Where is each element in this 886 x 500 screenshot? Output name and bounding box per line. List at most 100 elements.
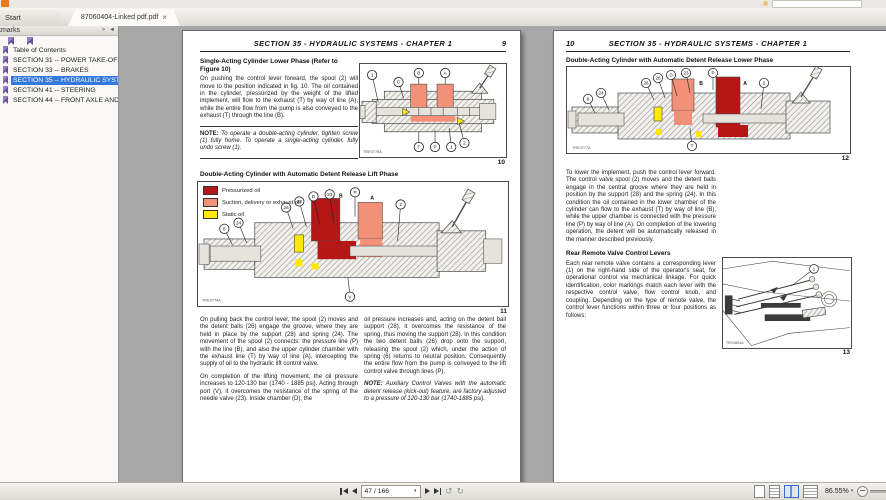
bookmark-item-section-41[interactable]: SECTION 41 -- STEERING [0,85,118,95]
continuous-view-button[interactable] [769,484,780,498]
legend-label: Static oil [222,211,244,218]
bookmark-icon [3,96,8,104]
tab-label: Start [5,13,21,22]
document-area[interactable]: SECTION 35 - HYDRAULIC SYSTEMS - CHAPTER… [119,26,886,483]
svg-text:B: B [699,81,703,87]
pdf-page-10: 10 SECTION 35 - HYDRAULIC SYSTEMS - CHAP… [553,30,886,483]
chevron-down-icon[interactable]: ▾ [413,488,417,494]
next-view-icon[interactable]: ↻ [456,486,465,496]
statusbar: 47 / 166 ▾ ↺ ↻ 86.55% ▾ [0,482,886,500]
titlebar [0,0,886,8]
svg-text:1: 1 [450,145,453,150]
svg-text:C: C [397,80,401,85]
figure-code: TRC0804A [726,341,744,345]
chevron-down-icon[interactable]: ▾ [850,488,854,494]
first-page-button[interactable] [340,487,348,495]
bookmarks-list: Table of Contents SECTION 31 -- POWER TA… [0,45,118,105]
bookmark-icon [3,86,8,94]
paragraph: Each rear remote valve contains a corres… [566,260,716,319]
svg-text:23: 23 [683,71,689,76]
bookmark-label: SECTION 33 -- BRAKES [13,66,89,74]
figure-code: TRE0777A [572,146,591,150]
quick-search-box[interactable] [772,0,862,8]
valve-cross-section [198,188,503,278]
bookmark-item-section-44[interactable]: SECTION 44 -- FRONT AXLE AND WH [0,95,118,105]
bookmark-icon [3,76,8,84]
page-number-input[interactable]: 47 / 166 ▾ [360,484,421,498]
legend-item: Suction, delivery or exhaust oil [203,198,301,207]
figure-caption: 10 [497,159,505,166]
svg-text:23: 23 [327,192,333,197]
tab-start[interactable]: Start [0,10,66,26]
figure-caption: 11 [500,308,507,315]
bookmark-icon [3,56,8,64]
divider [200,125,358,127]
svg-text:P: P [433,145,436,150]
close-icon[interactable]: × [162,12,168,22]
tab-document[interactable]: 87060404-Linked pdf.pdf × [68,9,180,26]
svg-text:1: 1 [371,73,374,78]
svg-text:2: 2 [763,81,766,86]
zoom-out-button[interactable] [857,485,869,497]
svg-text:A: A [743,81,747,87]
next-page-button[interactable] [424,488,430,494]
previous-view-icon[interactable]: ↺ [445,486,453,496]
paragraph: On pulling back the control lever, the s… [200,317,358,368]
bookmarks-panel-header: Bookmarks » ◄ [0,26,118,36]
bookmark-item-section-33[interactable]: SECTION 33 -- BRAKES [0,65,118,75]
figure-code: TRE0778A [363,150,382,154]
svg-text:24: 24 [236,220,242,225]
zoom-level[interactable]: 86.55% [825,487,849,495]
bookmark-item-section-31[interactable]: SECTION 31 -- POWER TAKE-OFF [0,55,118,65]
figure-caption: 13 [842,349,850,356]
bookmark-label: SECTION 41 -- STEERING [13,86,96,94]
bookmarks-panel: Bookmarks » ◄ Table of Contents SECTION … [0,26,119,483]
expand-bookmarks-icon[interactable] [8,37,14,45]
bookmark-item-toc[interactable]: Table of Contents [0,45,118,55]
facing-continuous-view-button[interactable] [803,484,818,498]
figure-code: TRE0774A [202,299,221,303]
callouts-layer: 1 [791,264,819,287]
bookmark-label: Table of Contents [13,46,66,54]
bookmark-label: SECTION 35 -- HYDRAULIC SYSTEMS [11,75,118,85]
legend-item: Pressurized oil [203,186,301,195]
bookmark-label: SECTION 31 -- POWER TAKE-OFF [13,56,118,64]
bookmark-item-section-35[interactable]: SECTION 35 -- HYDRAULIC SYSTEMS [0,75,118,85]
bookmarks-toolbar [0,36,118,46]
svg-text:T: T [417,145,420,150]
svg-text:P: P [353,190,356,195]
svg-text:6: 6 [223,226,226,231]
last-page-button[interactable] [433,487,441,495]
svg-text:A: A [444,71,448,76]
page-number: 9 [501,39,506,48]
panel-menu-icon[interactable]: » [101,27,106,33]
previous-page-button[interactable] [351,488,357,494]
section-heading: Double-Acting Cylinder with Automatic De… [566,57,774,64]
bookmark-label: SECTION 44 -- FRONT AXLE AND WH [13,96,118,104]
app-logo-icon [1,0,9,7]
zoom-controls: 86.55% ▾ [753,483,886,499]
legend-item: Static oil [203,210,301,219]
section-heading: Double-Acting Cylinder with Automatic De… [200,171,399,178]
page-number: 10 [566,39,575,48]
paragraph: On completion of the lifting movement, t… [200,373,358,403]
facing-view-button[interactable] [784,484,799,498]
collapse-bookmarks-icon[interactable] [27,37,33,45]
paragraph: To lower the implement, push the control… [566,170,716,243]
svg-text:V: V [348,294,352,299]
svg-text:6: 6 [587,97,590,102]
svg-text:D: D [669,73,673,78]
divider [200,51,506,52]
svg-text:B: B [339,193,343,199]
single-page-view-button[interactable] [754,484,765,498]
panel-collapse-icon[interactable]: ◄ [109,27,115,33]
svg-text:28: 28 [655,76,661,81]
zoom-slider[interactable] [870,489,886,493]
page-navigation: 47 / 166 ▾ ↺ ↻ [340,483,464,499]
